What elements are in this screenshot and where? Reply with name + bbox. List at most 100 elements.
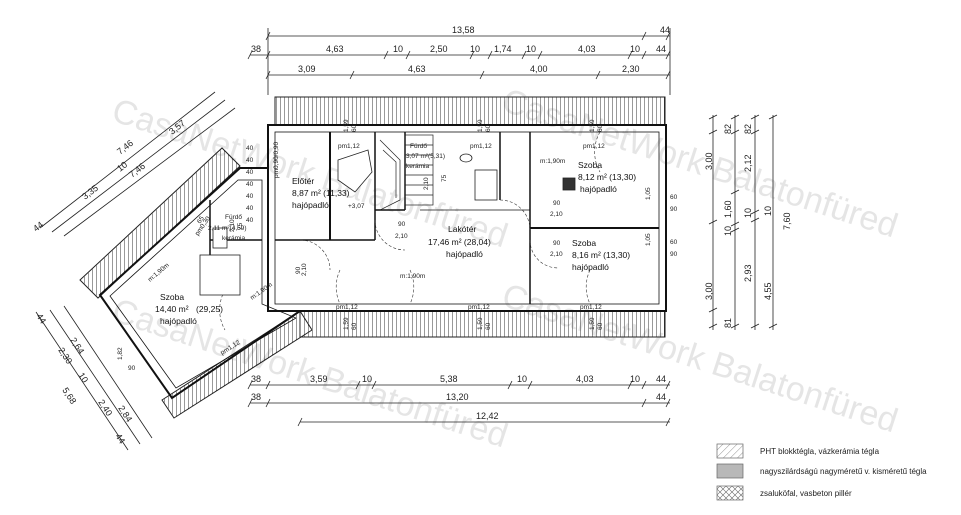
staircase xyxy=(379,134,434,211)
window-label: pm1,12 xyxy=(580,304,602,311)
sill-height: 60 xyxy=(351,124,358,132)
room-labels: Előtér 8,87 m² (11,33) hajópadló Fürdő 3… xyxy=(155,143,636,326)
dim-label: 12,42 xyxy=(476,411,499,421)
dim-label: 10 xyxy=(517,374,527,384)
dim-label: 10 xyxy=(470,44,480,54)
washbasin xyxy=(459,153,473,163)
dim-label: 2,30 xyxy=(56,346,74,366)
dim-label: 4,55 xyxy=(763,282,773,300)
dim-label: 1,74 xyxy=(494,44,512,54)
dim-label: 4,63 xyxy=(326,44,344,54)
left-wall-marks: 40 40 40 40 40 40 40 xyxy=(246,145,254,224)
window-label: 65 xyxy=(196,215,206,225)
height-label: m:1,90m xyxy=(249,281,274,301)
dim-label: 3,09 xyxy=(298,64,316,74)
window-label: pm1,12 xyxy=(583,143,605,150)
dim-label: 3,00 xyxy=(704,282,714,300)
window-width: 1,05 xyxy=(645,187,652,200)
legend-swatch-cross xyxy=(716,485,744,501)
dim-label: 38 xyxy=(251,374,261,384)
dim-label: 44 xyxy=(31,220,45,234)
dim-label: 1,60 xyxy=(723,200,733,218)
door-label: 90 xyxy=(553,240,561,247)
window-label: pm1,12 xyxy=(470,143,492,150)
room-name: Fürdő xyxy=(225,214,242,221)
wall-mark: 40 xyxy=(246,145,254,152)
window-label: pm1,12 xyxy=(338,143,360,150)
dim-label: 5,68 xyxy=(60,386,78,406)
legend-label: zsaluköfal, vasbeton pillér xyxy=(760,489,852,498)
dim-label: 2,30 xyxy=(622,64,640,74)
room-area: 8,12 m² (13,30) xyxy=(578,172,636,182)
window-width: 1,05 xyxy=(645,233,652,246)
dim-label: 10 xyxy=(763,206,773,216)
dim-label: 10 xyxy=(393,44,403,54)
room-floor: hajópadló xyxy=(580,184,617,194)
dim-label: 13,20 xyxy=(446,392,469,402)
roof-eaves xyxy=(79,96,666,419)
room-area-extra: (29,25) xyxy=(196,304,223,314)
dim-label: 44 xyxy=(34,312,48,326)
window-label: pm0,90/0,90 xyxy=(273,141,280,178)
shower-tray xyxy=(337,149,373,193)
legend-swatch-hatched xyxy=(716,443,744,459)
room-floor: hajópadló xyxy=(446,249,483,259)
dim-label: 44 xyxy=(656,44,666,54)
door-label: 75 xyxy=(441,174,448,182)
sill-height: 60 xyxy=(351,322,358,330)
sill-height: 90 xyxy=(128,365,136,372)
dim-label: 82 xyxy=(723,124,733,134)
door-label: 90 xyxy=(553,200,561,207)
room-floor: kerámia xyxy=(222,235,246,242)
dim-label: 82 xyxy=(743,124,753,134)
bottom-dimension-labels: 38 3,59 10 5,38 10 4,03 10 44 38 13,20 4… xyxy=(251,374,666,421)
top-dimension-labels: 13,58 44 38 4,63 10 2,50 10 1,74 10 4,03… xyxy=(251,25,670,74)
sill-height: 60 xyxy=(597,322,604,330)
door-label: 2,10 xyxy=(550,251,563,258)
height-label: m:1,90m xyxy=(400,273,425,280)
window-width: 1,59 xyxy=(477,119,484,132)
height-label: m:1,90m xyxy=(540,158,565,165)
dim-label: 4,03 xyxy=(578,44,596,54)
dim-label: 10 xyxy=(526,44,536,54)
window-width: 1,59 xyxy=(343,317,350,330)
dim-label: 10 xyxy=(723,226,733,236)
dim-label: 3,35 xyxy=(80,183,100,202)
window-width: 1,59 xyxy=(343,119,350,132)
dim-label: 4,00 xyxy=(530,64,548,74)
legend-label: nagyszilárdságú nagyméretű v. kisméretű … xyxy=(760,467,927,476)
dim-label: 10 xyxy=(362,374,372,384)
left-upper-dimensions xyxy=(39,91,236,237)
watermark-text: CasaNetWork Balatonfüred xyxy=(498,276,903,440)
dim-label: 4,63 xyxy=(408,64,426,74)
door-label: 2,10 xyxy=(395,233,408,240)
door-label: 75 xyxy=(237,222,244,230)
chimney xyxy=(562,177,576,191)
dim-label: 2,40 xyxy=(96,398,114,418)
wall-mark: 40 xyxy=(246,169,254,176)
walls xyxy=(98,124,667,400)
dim-label: 7,46 xyxy=(127,161,147,180)
right-wall-marks: 60 90 60 90 xyxy=(670,194,678,258)
sill-height: 60 xyxy=(485,124,492,132)
dim-label: 38 xyxy=(251,392,261,402)
dim-label: 10 xyxy=(630,44,640,54)
shower-small xyxy=(199,254,241,296)
sill-height: 60 xyxy=(485,322,492,330)
door-label: 2,10 xyxy=(229,219,236,232)
dim-label: 3,59 xyxy=(310,374,328,384)
dim-label: 4,03 xyxy=(576,374,594,384)
bathroom-fixtures xyxy=(199,149,576,296)
room-floor: hajópadló xyxy=(572,262,609,272)
room-area: 14,40 m² xyxy=(155,304,189,314)
room-area: 17,46 m² (28,04) xyxy=(428,237,491,247)
room-floor: hajópadló xyxy=(160,316,197,326)
bottom-dimensions xyxy=(247,380,671,427)
dim-label: 10 xyxy=(115,160,129,174)
room-area: 2,11 m²(4,59) xyxy=(208,225,247,232)
top-dimensions xyxy=(247,28,671,95)
door-label: 2,10 xyxy=(301,263,308,276)
room-floor: kerámia xyxy=(406,163,430,170)
wall-mark: 60 xyxy=(670,239,678,246)
